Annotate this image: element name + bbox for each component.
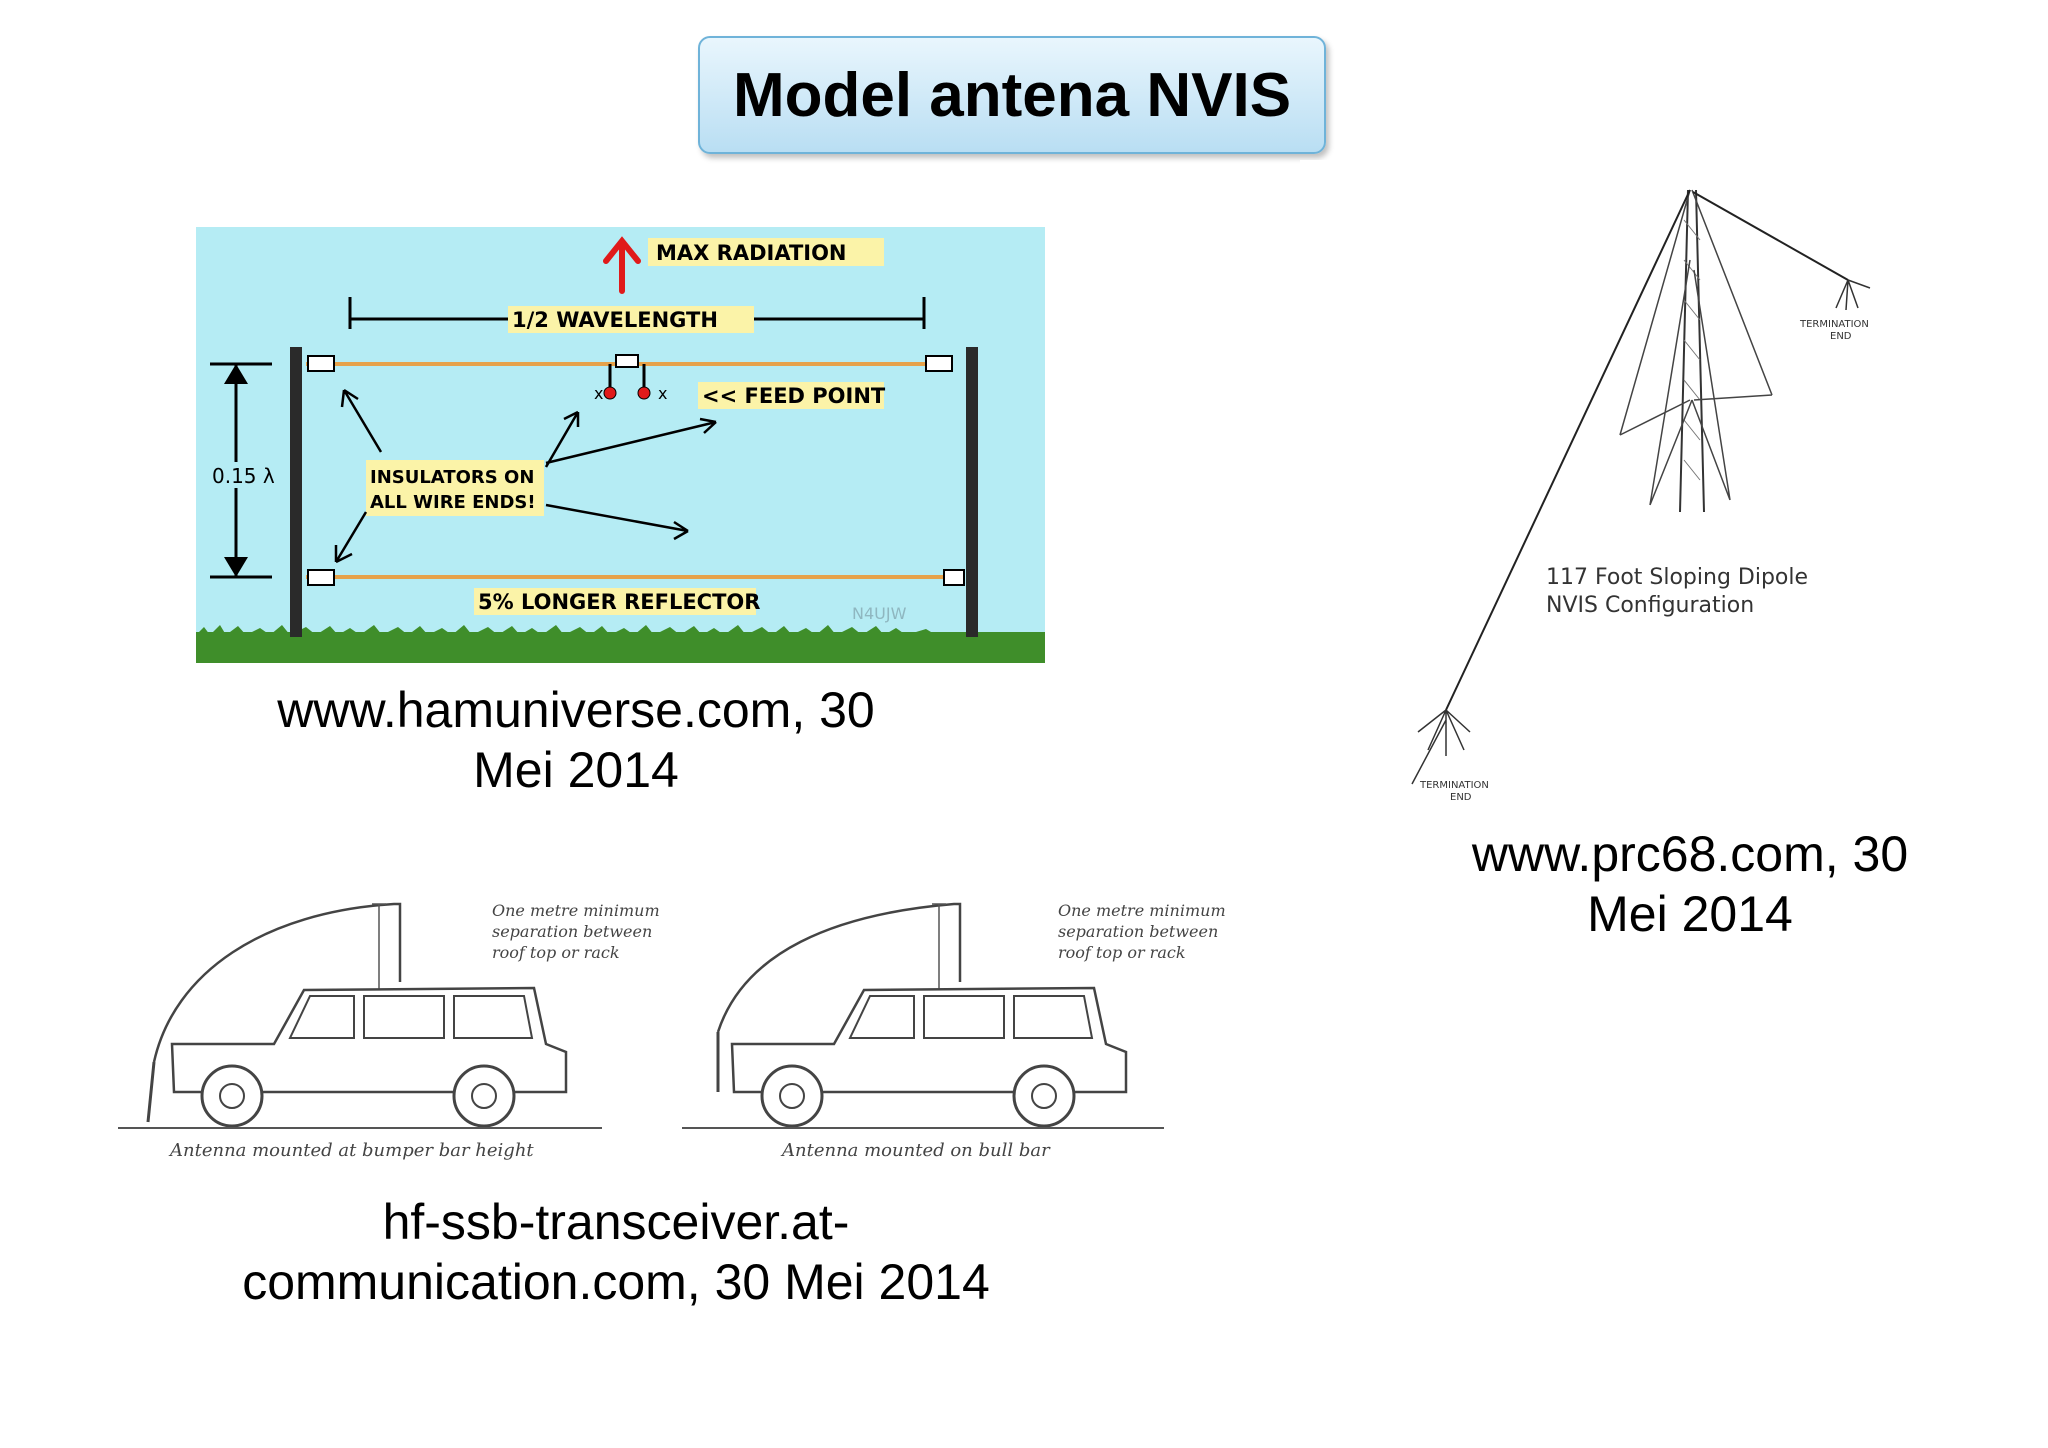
feed-x-right: x xyxy=(658,384,667,403)
feed-point-label: << FEED POINT xyxy=(702,384,886,408)
sloping-diagram-bg xyxy=(1300,160,2040,820)
left-pole xyxy=(290,347,302,637)
hub-rear-right xyxy=(1031,1083,1057,1109)
wheel-rear-right xyxy=(1012,1064,1076,1128)
termination-bottom-line2: END xyxy=(1450,792,1472,803)
termination-bottom-mount xyxy=(1411,709,1471,785)
sloping-label-line2: NVIS Configuration xyxy=(1546,593,1754,618)
feed-terminal-right xyxy=(637,386,651,400)
arrow-to-bottom-left-insulator xyxy=(334,511,368,564)
insulator-top-left xyxy=(307,355,335,372)
reflector-label: 5% LONGER REFLECTOR xyxy=(478,590,760,614)
termination-top-line2: END xyxy=(1830,331,1852,342)
car-windows-right xyxy=(848,995,1094,1039)
left-note-line1: One metre minimum xyxy=(492,901,660,920)
termination-top-mount xyxy=(1835,279,1871,311)
arrow-to-reflector xyxy=(545,503,689,541)
hub-front-left xyxy=(219,1083,245,1109)
slide-title-box: Model antena NVIS xyxy=(698,36,1326,154)
grass-tufts xyxy=(196,625,1045,639)
arrow-to-feed-point xyxy=(545,417,717,465)
reflector-label-bg xyxy=(474,588,756,615)
whip-antenna-left xyxy=(152,902,402,1063)
insulators-note-bg xyxy=(366,460,544,516)
hub-front-right xyxy=(779,1083,805,1109)
sloping-dipole-diagram: TERMINATION END TERMINATION END 117 Foot… xyxy=(1300,160,2040,820)
upper-sloping-wire xyxy=(1692,191,1849,281)
feed-insulator xyxy=(615,354,639,368)
mast xyxy=(1679,189,1705,513)
separation-dimension-right xyxy=(932,903,946,993)
bumper-mount-left xyxy=(146,1061,156,1123)
left-note-line3: roof top or rack xyxy=(492,943,620,962)
separation-dimension-left xyxy=(372,903,386,993)
termination-top-line1: TERMINATION xyxy=(1799,319,1869,330)
height-label: 0.15 λ xyxy=(212,464,275,488)
feed-x-left: x xyxy=(594,384,603,403)
sloping-caption: www.prc68.com, 30 Mei 2014 xyxy=(1471,826,1909,942)
mast-lattice xyxy=(1683,219,1701,481)
slide-title: Model antena NVIS xyxy=(732,60,1292,130)
sloping-label-line1: 117 Foot Sloping Dipole xyxy=(1546,565,1808,590)
arrow-to-feed-insulator xyxy=(544,410,580,468)
guy-lines xyxy=(1619,189,1773,506)
hub-rear-left xyxy=(471,1083,497,1109)
wheel-rear-left xyxy=(452,1064,516,1128)
right-caption: Antenna mounted on bull bar xyxy=(780,1140,1051,1161)
car-windows-left xyxy=(288,995,534,1039)
left-note-line2: separation between xyxy=(492,922,652,941)
lower-sloping-wire xyxy=(1445,189,1691,711)
wheel-front-left xyxy=(200,1064,264,1128)
feed-terminal-left xyxy=(603,386,617,400)
half-wavelength-label-bg xyxy=(508,306,754,333)
arrow-to-top-left-insulator xyxy=(340,388,383,453)
max-radiation-label: MAX RADIATION xyxy=(656,241,847,265)
insulators-note-line1: INSULATORS ON xyxy=(370,467,534,488)
vehicle-right: One metre minimum separation between roo… xyxy=(682,901,1226,1161)
insulator-bottom-right xyxy=(943,569,965,586)
left-caption: Antenna mounted at bumper bar height xyxy=(168,1140,534,1161)
height-label-bg xyxy=(204,462,266,488)
insulator-bottom-left xyxy=(307,569,335,586)
whip-antenna-right xyxy=(716,902,962,1033)
watermark: N4UJW xyxy=(852,604,907,623)
half-wavelength-label: 1/2 WAVELENGTH xyxy=(512,308,718,332)
max-radiation-arrow xyxy=(603,236,641,294)
insulators-note-line2: ALL WIRE ENDS! xyxy=(370,492,536,513)
right-note-line1: One metre minimum xyxy=(1058,901,1226,920)
feed-leads xyxy=(608,364,646,387)
vehicle-mount-diagram: One metre minimum separation between roo… xyxy=(118,901,1226,1161)
car-body-right xyxy=(730,986,1128,1094)
termination-bottom-line1: TERMINATION xyxy=(1419,780,1489,791)
right-note-line3: roof top or rack xyxy=(1058,943,1186,962)
dipole-reflector-diagram: x x MAX RADIATION 1/2 WAVELENGTH << FEED… xyxy=(196,227,1045,663)
wheel-front-right xyxy=(760,1064,824,1128)
insulator-top-right xyxy=(925,355,953,372)
feed-point-label-bg xyxy=(698,382,884,409)
car-body-left xyxy=(170,986,568,1094)
right-note-line2: separation between xyxy=(1058,922,1218,941)
right-pole xyxy=(966,347,978,637)
max-radiation-label-bg xyxy=(648,238,884,266)
vehicle-left: One metre minimum separation between roo… xyxy=(118,901,660,1161)
dipole-caption: www.hamuniverse.com, 30 Mei 2014 xyxy=(277,682,875,798)
vehicle-caption: hf-ssb-transceiver.at- communication.com… xyxy=(242,1194,990,1310)
